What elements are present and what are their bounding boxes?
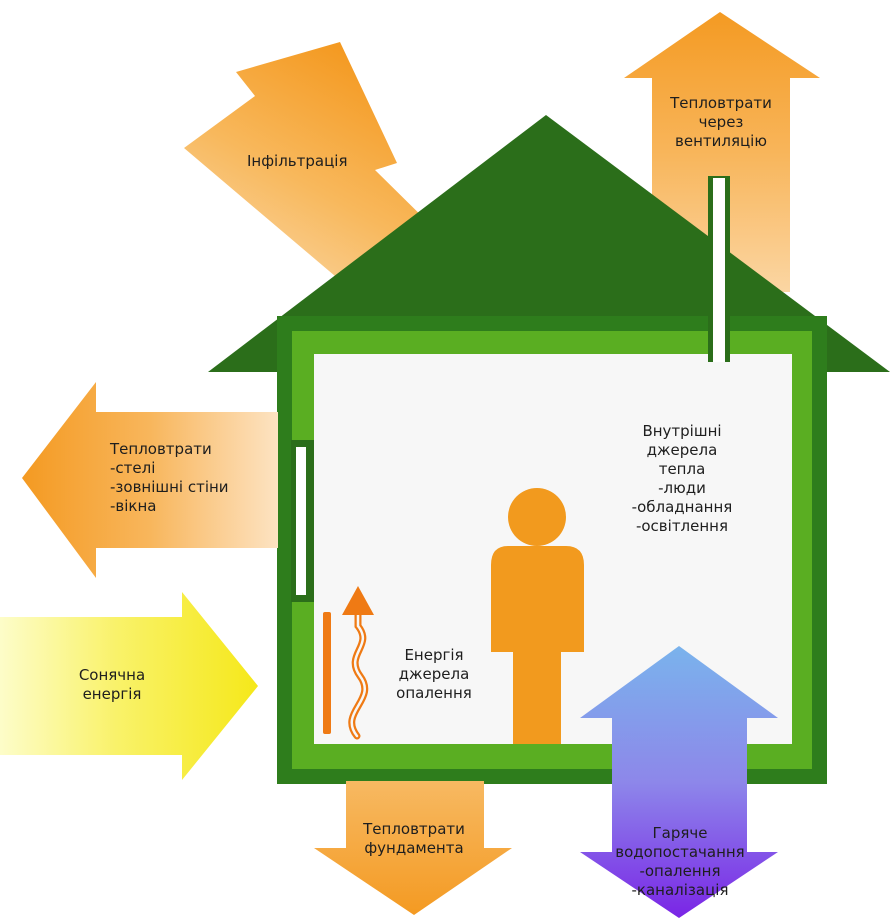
internal-sources-label: Внутрішні джерела тепла -люди -обладнанн…: [631, 422, 733, 535]
heating-label: Енергія джерела опалення: [396, 646, 472, 702]
window-glass: [296, 447, 306, 595]
ventilation-duct-inner: [713, 178, 725, 362]
heater-icon: [323, 612, 331, 734]
heat-wave-arrowhead: [342, 586, 374, 615]
infiltration-arrow: [184, 42, 446, 304]
solar-arrow: [0, 592, 258, 780]
envelope-loss-arrow: [22, 382, 278, 578]
hot-water-label: Гаряче водопостачання -опалення -каналіз…: [615, 824, 745, 899]
title: [120, 0, 840, 12]
person-icon: [491, 488, 584, 744]
foundation-arrow: [314, 781, 512, 915]
solar-label: Сонячна енергія: [78, 666, 146, 703]
ventilation-label: Тепловтрати через вентиляцію: [670, 94, 772, 150]
infiltration-label: Інфільтрація: [247, 152, 348, 170]
foundation-label: Тепловтрати фундамента: [363, 820, 465, 857]
envelope-loss-label: Тепловтрати -стелі -зовнішні стіни -вікн…: [110, 440, 229, 515]
hot-water-arrow: [580, 646, 778, 918]
